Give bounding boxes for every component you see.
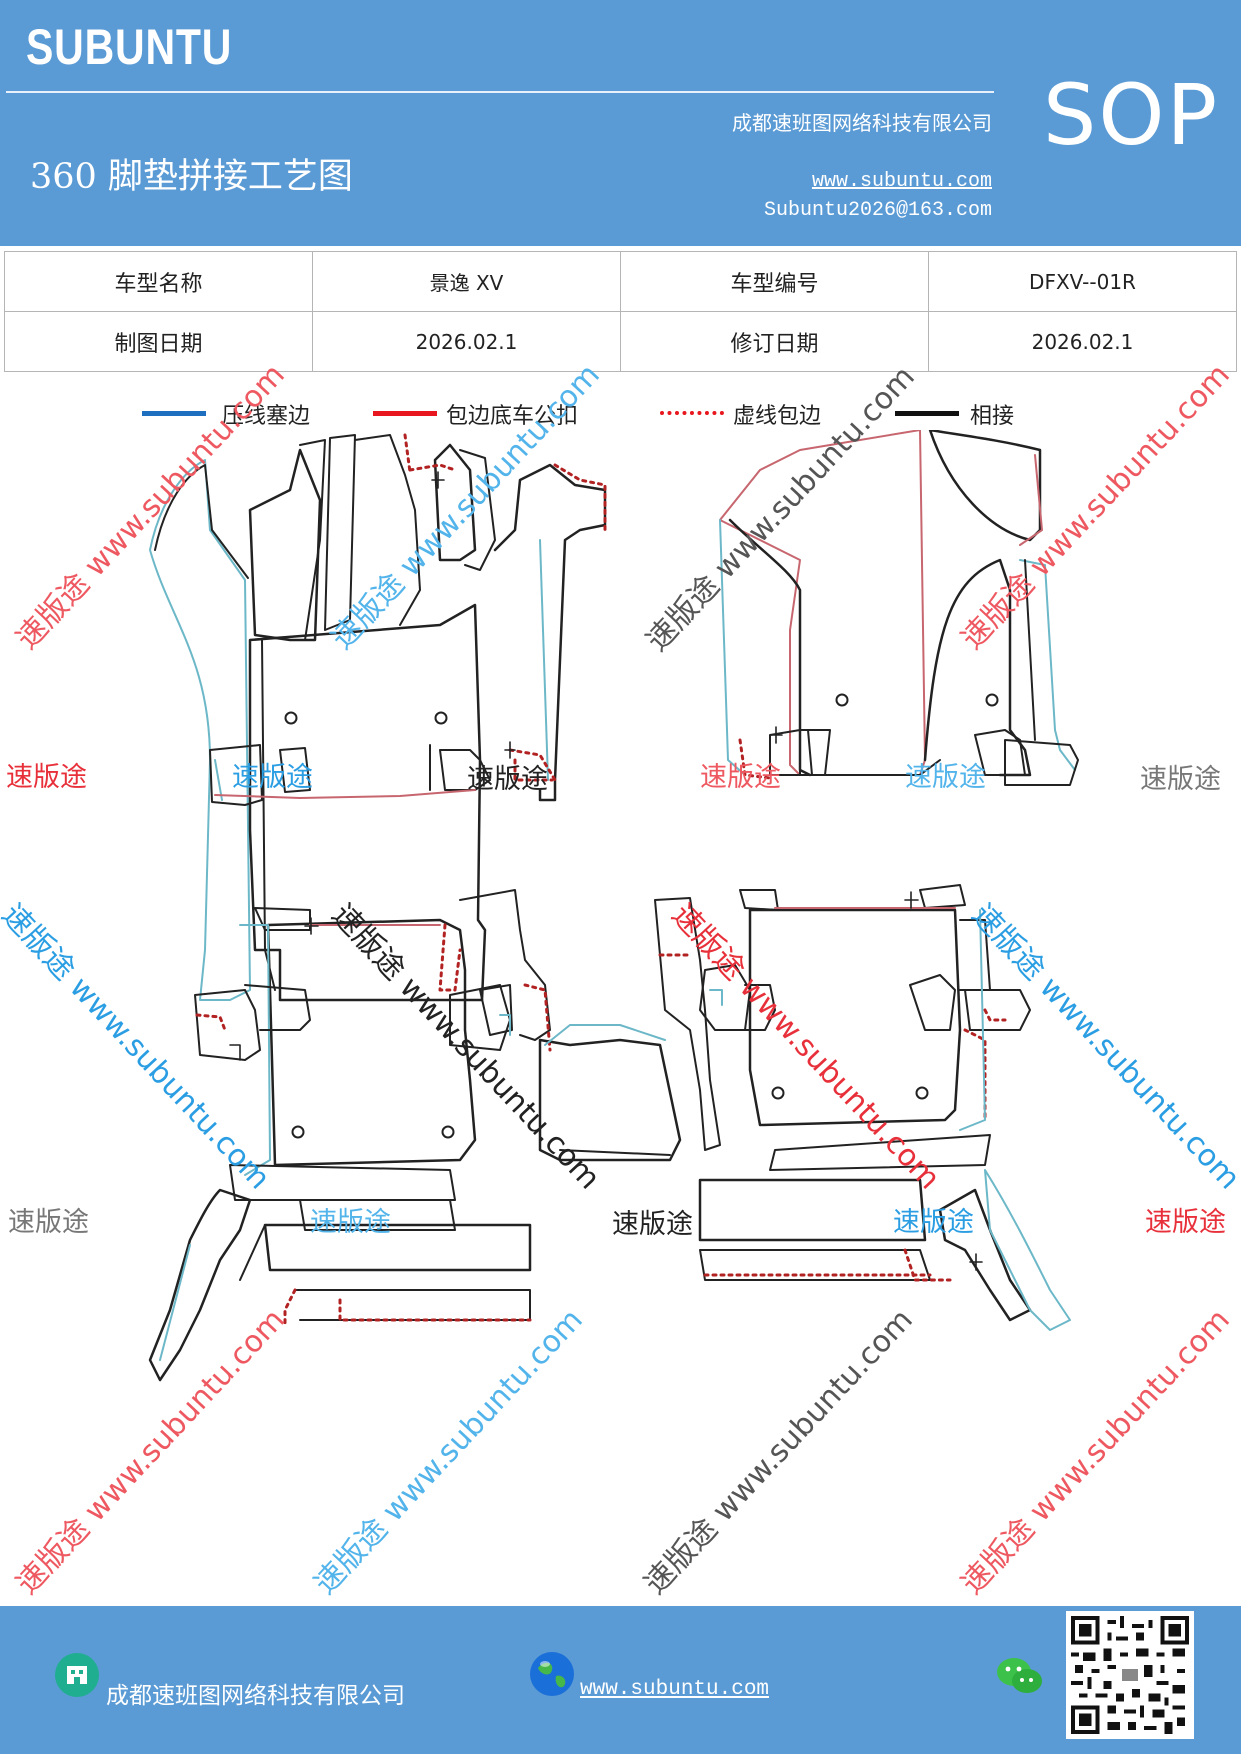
footer-company: 成都速班图网络科技有限公司 <box>106 1683 405 1709</box>
header-divider <box>6 91 994 93</box>
revise-date-label: 修订日期 <box>620 311 929 372</box>
watermark-label: 速版途 <box>310 1207 391 1238</box>
model-code-label: 车型编号 <box>620 251 929 312</box>
email-text: Subuntu2026@163.com <box>763 199 992 222</box>
model-name-label: 车型名称 <box>4 251 313 312</box>
legend-swatch-joint <box>895 411 959 416</box>
document-title: 360 脚垫拼接工艺图 <box>30 157 353 197</box>
watermark-label: 速版途 <box>905 762 986 793</box>
vehicle-info-table: 车型名称 景逸 XV 车型编号 DFXV--01R 制图日期 2026.02.1… <box>4 251 1237 372</box>
watermark-label: 速版途 <box>1140 764 1221 795</box>
page-header: SUBUNTU 成都速班图网络科技有限公司 360 脚垫拼接工艺图 www.su… <box>0 0 1241 246</box>
footer-website-link[interactable]: www.subuntu.com <box>580 1678 770 1701</box>
watermark-label: 速版途 <box>6 762 87 793</box>
bottom-left-mat-group <box>148 889 552 1382</box>
revise-date-value: 2026.02.1 <box>928 311 1237 372</box>
floor-mat-pattern-drawing <box>148 430 1079 1382</box>
company-name: 成都速班图网络科技有限公司 <box>732 111 992 135</box>
globe-icon <box>530 1652 574 1696</box>
brand-logo: SUBUNTU <box>26 19 233 75</box>
legend-label-wrap-edge: 包边底车公扣 <box>446 404 579 429</box>
legend-label-dotted-edge: 虚线包边 <box>733 404 822 429</box>
table-row: 制图日期 2026.02.1 修订日期 2026.02.1 <box>4 311 1237 372</box>
top-left-mat-group <box>149 433 607 1002</box>
qr-code <box>1066 1611 1194 1739</box>
model-code-value: DFXV--01R <box>928 251 1237 312</box>
sop-label: SOP <box>1043 66 1220 164</box>
legend-swatch-dotted-edge <box>660 411 724 415</box>
draw-date-value: 2026.02.1 <box>312 311 621 372</box>
top-right-mat-group <box>719 430 1079 786</box>
table-row: 车型名称 景逸 XV 车型编号 DFXV--01R <box>4 251 1237 312</box>
draw-date-label: 制图日期 <box>4 311 313 372</box>
watermark-label: 速版途 <box>893 1207 974 1238</box>
watermark-label: 速版途 <box>612 1209 693 1240</box>
legend-label-press-line: 压线塞边 <box>222 404 311 429</box>
building-icon <box>55 1653 99 1697</box>
center-tunnel-piece <box>538 1024 682 1162</box>
bottom-right-mat-group <box>654 884 1071 1331</box>
legend-label-joint: 相接 <box>970 404 1015 429</box>
website-link[interactable]: www.subuntu.com <box>811 170 992 193</box>
watermark-label: 速版途 <box>1145 1207 1226 1238</box>
watermark-label: 速版途 <box>700 762 781 793</box>
watermark-label: 速版途 <box>467 764 548 795</box>
model-name-value: 景逸 XV <box>312 251 621 312</box>
watermark-label: 速版途 <box>8 1207 89 1238</box>
page-footer: 成都速班图网络科技有限公司 www.subuntu.com <box>0 1606 1241 1754</box>
wechat-icon <box>997 1658 1042 1693</box>
legend-swatch-wrap-edge <box>373 411 437 416</box>
legend-swatch-press-line <box>142 411 206 416</box>
legend: 压线塞边 包边底车公扣 虚线包边 相接 <box>0 398 1241 429</box>
watermark-label: 速版途 <box>232 762 313 793</box>
